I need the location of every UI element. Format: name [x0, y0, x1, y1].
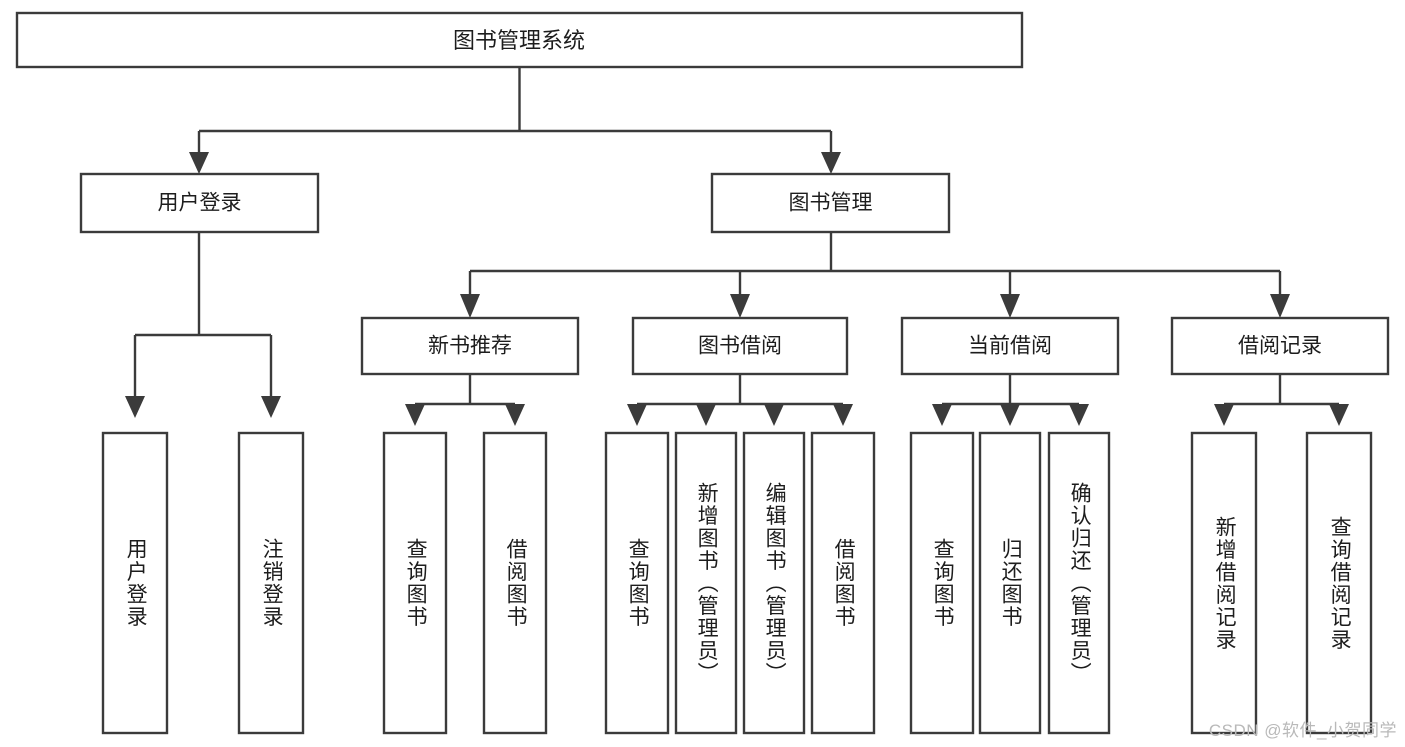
leaf-return-book-box[interactable] [978, 431, 1042, 735]
node-book-borrow-box[interactable] [631, 316, 849, 376]
arrowhead-new-book-recommend [460, 294, 480, 318]
node-new-book-recommend-label: 新书推荐 [428, 335, 512, 358]
arrowhead-leaf-user-login [125, 396, 145, 418]
leaf-query-book-3-box[interactable] [909, 431, 975, 735]
node-user-login-label: 用户登录 [158, 192, 242, 215]
node-new-book-recommend-box[interactable] [360, 316, 580, 376]
leaf-user-login-box[interactable] [101, 431, 169, 735]
arrowhead-user-login [189, 152, 209, 174]
node-root-label: 图书管理系统 [453, 28, 585, 53]
arrowhead-borrow-record [1270, 294, 1290, 318]
leaf-add-record-box[interactable] [1190, 431, 1258, 735]
arrowhead-leaf-query-book-3 [932, 404, 952, 426]
arrowhead-leaf-borrow-book-2 [833, 404, 853, 426]
arrowhead-leaf-user-logout [261, 396, 281, 418]
node-root[interactable]: 图书管理系统 [15, 11, 1024, 69]
node-borrow-record-box[interactable] [1170, 316, 1390, 376]
node-current-borrow-box[interactable] [900, 316, 1120, 376]
arrowhead-book-manage [821, 152, 841, 174]
leaf-borrow-book-2-box[interactable] [810, 431, 876, 735]
leaf-borrow-book-1-box[interactable] [482, 431, 548, 735]
node-borrow-record[interactable]: 借阅记录 [1170, 316, 1390, 376]
arrowhead-leaf-query-record [1329, 404, 1349, 426]
node-user-login[interactable]: 用户登录 [79, 172, 320, 234]
arrowhead-leaf-return-book [1000, 404, 1020, 426]
connector-layer [125, 67, 1349, 426]
leaf-user-logout-box[interactable] [237, 431, 305, 735]
node-book-manage[interactable]: 图书管理 [710, 172, 951, 234]
arrowhead-leaf-add-record [1214, 404, 1234, 426]
arrowhead-leaf-add-book [696, 404, 716, 426]
leaf-box-layer [101, 431, 1373, 735]
node-book-manage-box[interactable] [710, 172, 951, 234]
arrowhead-current-borrow [1000, 294, 1020, 318]
arrowhead-leaf-query-book-1 [405, 404, 425, 426]
arrowhead-book-borrow [730, 294, 750, 318]
node-new-book-recommend[interactable]: 新书推荐 [360, 316, 580, 376]
arrowhead-leaf-edit-book [764, 404, 784, 426]
leaf-query-book-1-box[interactable] [382, 431, 448, 735]
watermark-text: CSDN @软件_小贺同学 [1208, 721, 1397, 740]
node-current-borrow-label: 当前借阅 [968, 335, 1052, 358]
arrowhead-leaf-query-book-2 [627, 404, 647, 426]
node-root-box[interactable] [15, 11, 1024, 69]
node-book-borrow[interactable]: 图书借阅 [631, 316, 849, 376]
leaf-confirm-return-box[interactable] [1047, 431, 1111, 735]
node-book-manage-label: 图书管理 [789, 192, 873, 215]
node-borrow-record-label: 借阅记录 [1238, 335, 1322, 358]
leaf-add-book-box[interactable] [674, 431, 738, 735]
leaf-query-record-box[interactable] [1305, 431, 1373, 735]
leaf-edit-book-box[interactable] [742, 431, 806, 735]
node-user-login-box[interactable] [79, 172, 320, 234]
node-current-borrow[interactable]: 当前借阅 [900, 316, 1120, 376]
arrowhead-leaf-confirm-return [1069, 404, 1089, 426]
leaf-query-book-2-box[interactable] [604, 431, 670, 735]
node-book-borrow-label: 图书借阅 [698, 335, 782, 358]
arrowhead-leaf-borrow-book-1 [505, 404, 525, 426]
